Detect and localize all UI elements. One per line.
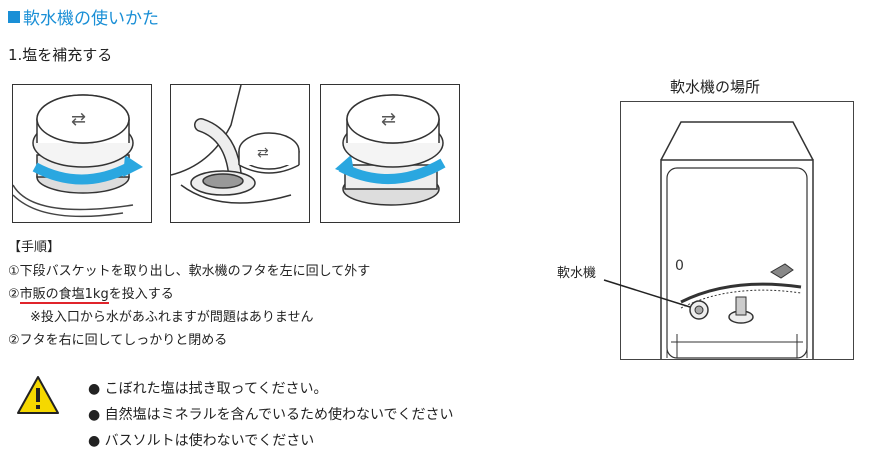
procedure-line-4: ②フタを右に回してしっかりと閉める	[8, 333, 228, 348]
procedure-line-2-suffix: を投入する	[108, 287, 174, 302]
procedure-heading: 【手順】	[8, 240, 61, 255]
svg-text:⇄: ⇄	[71, 109, 86, 130]
procedure-line-1: ①下段バスケットを取り出し、軟水機のフタを左に回して外す	[8, 264, 371, 279]
procedure-note: ※投入口から水があふれますが問題はありません	[30, 310, 314, 325]
warning-item-3: ● バスソルトは使わないでください	[88, 433, 315, 449]
page-title-text: 軟水機の使いかた	[23, 9, 159, 29]
svg-text:0: 0	[675, 258, 684, 274]
step-heading: 1.塩を補充する	[8, 46, 113, 64]
procedure-line-2: ②市販の食塩1kgを投入する	[8, 283, 174, 304]
page-title: 軟水機の使いかた	[8, 4, 159, 29]
warning-triangle-icon	[16, 375, 60, 419]
svg-text:⇄: ⇄	[381, 109, 396, 130]
svg-text:⇄: ⇄	[257, 145, 269, 161]
softener-label: 軟水機	[557, 266, 597, 281]
step-image-remove-cap: ⇄	[12, 84, 152, 223]
warning-item-1: ● こぼれた塩は拭き取ってください。	[88, 381, 328, 397]
step-image-close-cap: ⇄	[320, 84, 460, 223]
dishwasher-illustration: 0	[620, 101, 854, 360]
step-image-pour-salt: ⇄	[170, 84, 310, 223]
location-title: 軟水機の場所	[670, 78, 761, 96]
warning-item-2: ● 自然塩はミネラルを含んでいるため使わないでください	[88, 407, 454, 423]
procedure-line-2-prefix: ②	[8, 287, 20, 302]
procedure-line-2-emphasis: 市販の食塩1kg	[19, 287, 109, 304]
square-bullet-icon	[8, 10, 20, 23]
